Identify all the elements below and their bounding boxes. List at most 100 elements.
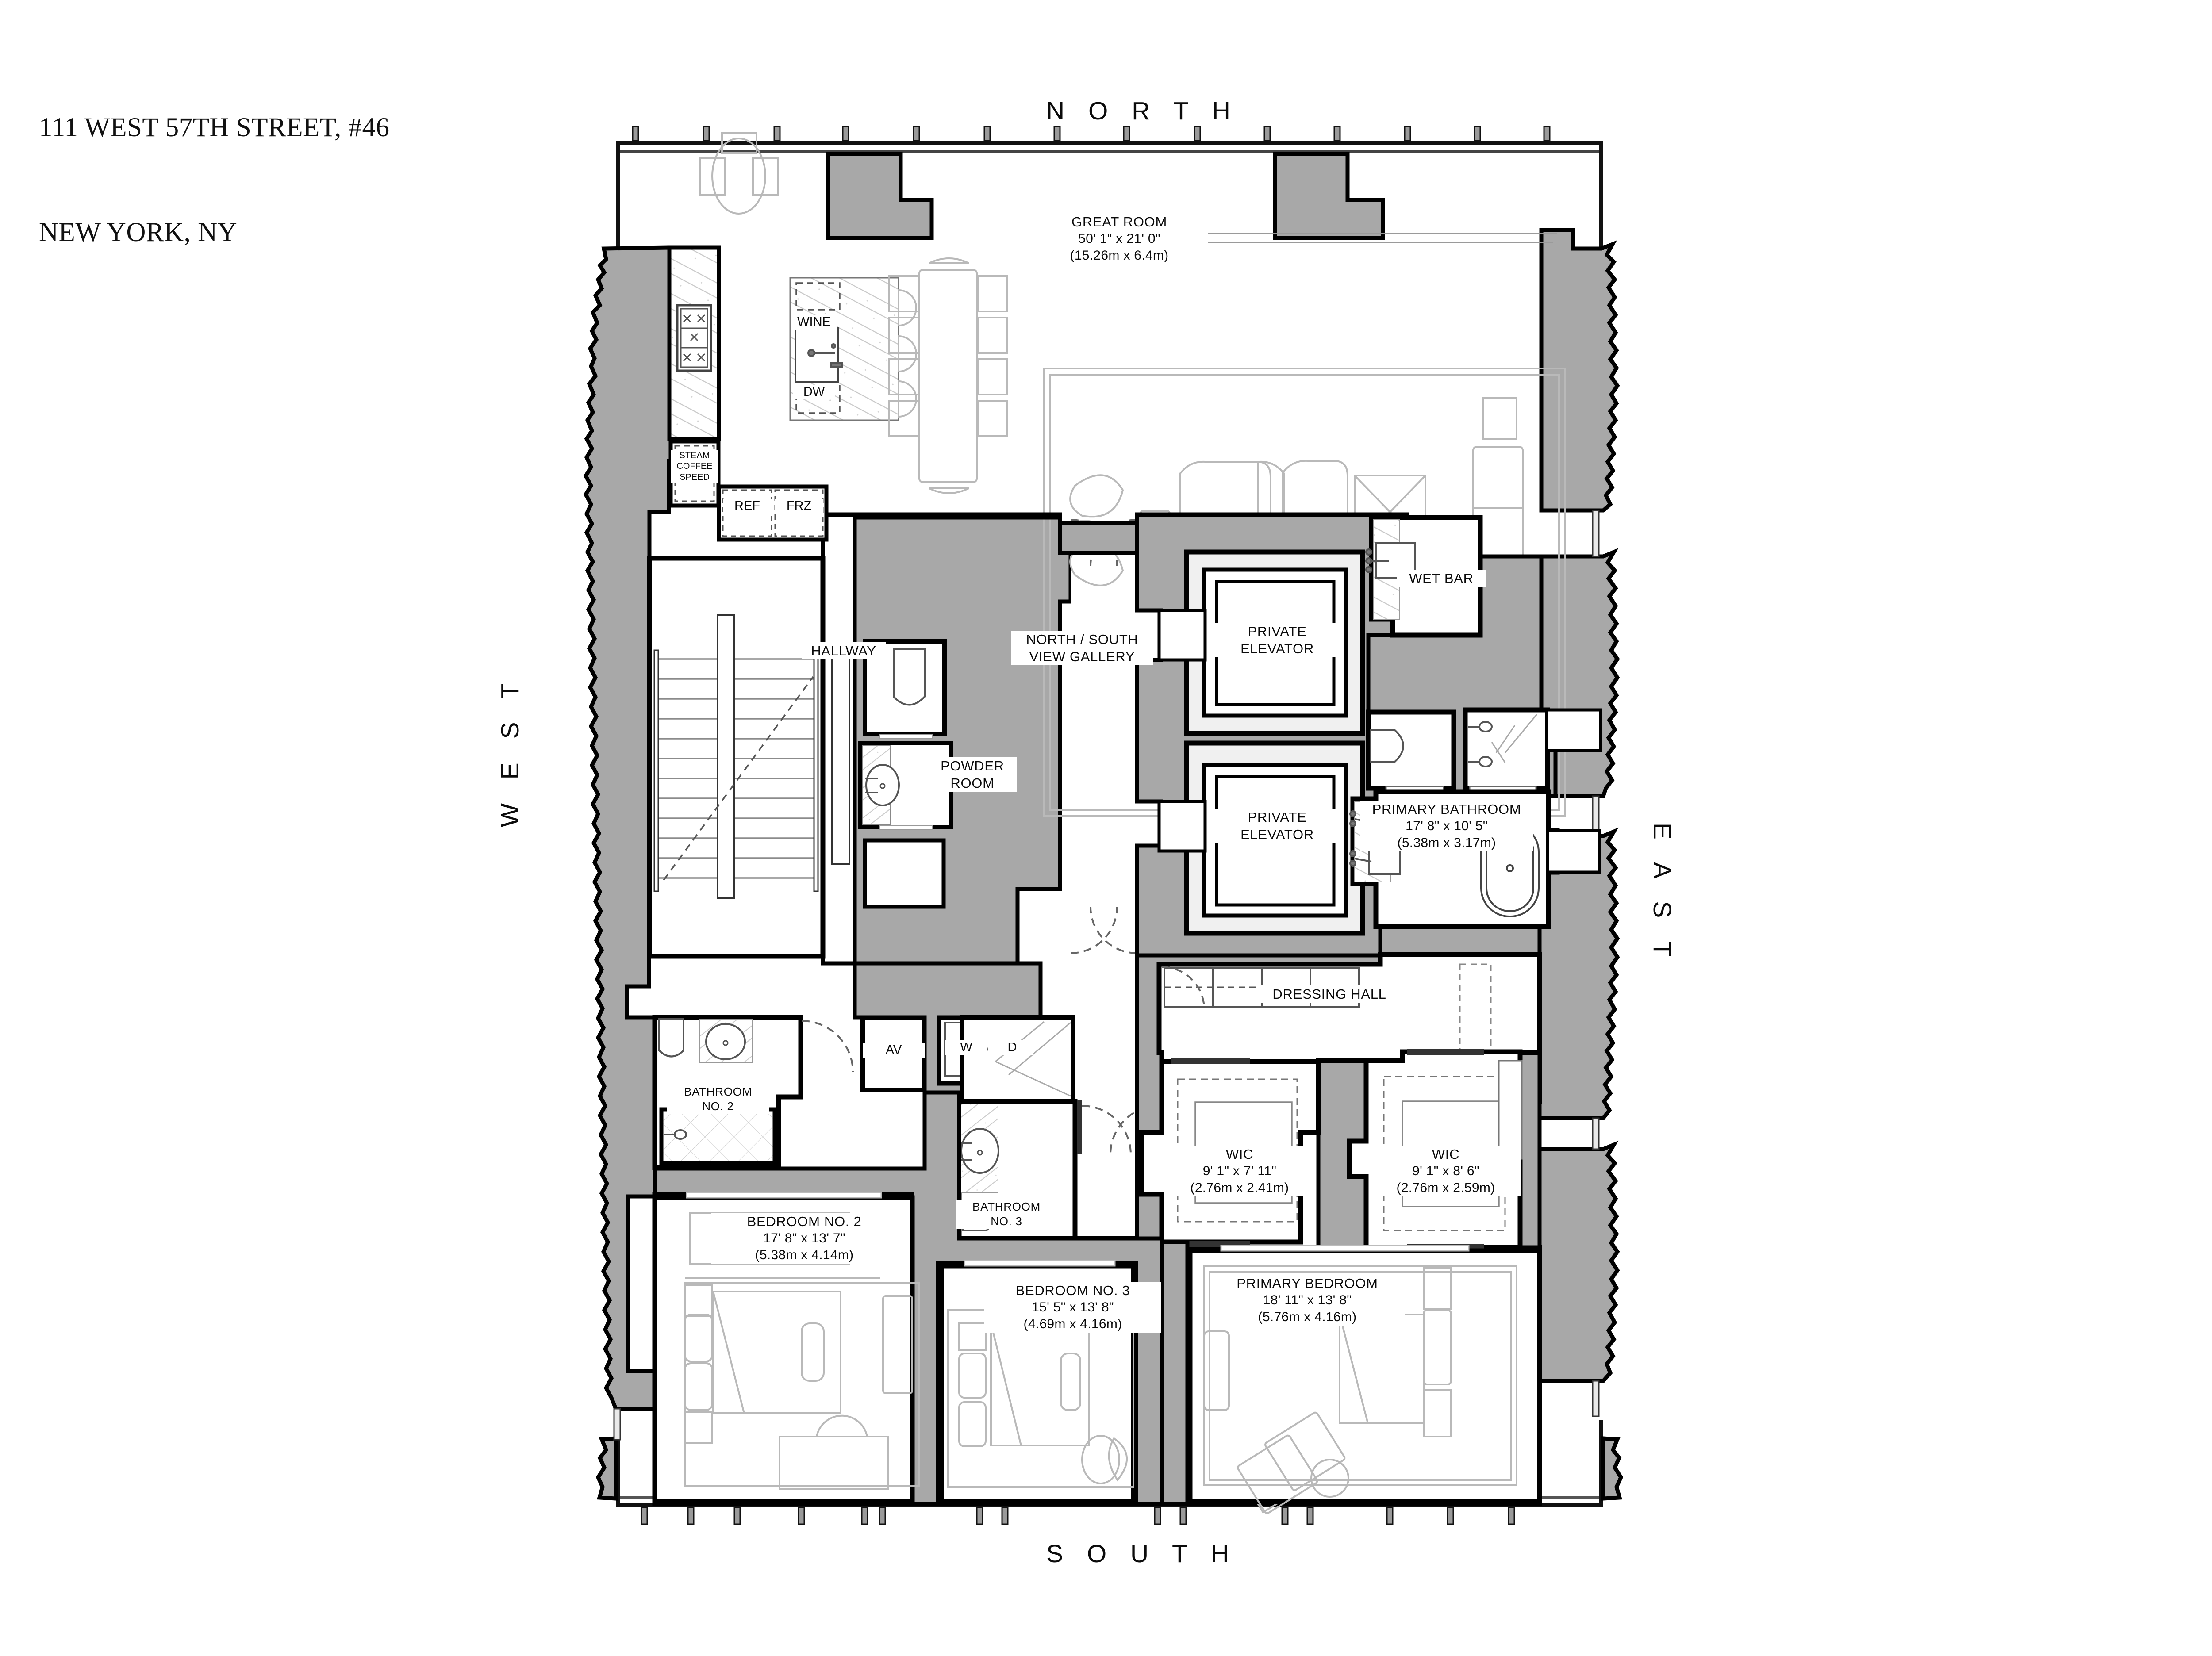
wic-right-dim-m: (2.76m x 2.59m) — [1396, 1180, 1495, 1195]
east-exterior-wall-bottom — [1537, 1140, 1620, 1383]
primary-bedroom-west-wall — [1160, 1240, 1190, 1506]
wic-left-dim-ft: 9' 1" x 7' 11" — [1202, 1164, 1277, 1179]
room-label-great-room: GREAT ROOM 50' 1" x 21' 0" (15.26m x 6.4… — [1031, 213, 1208, 264]
wic-left-name: WIC — [1225, 1146, 1254, 1162]
bedroom-2-dim-m: (5.38m x 4.14m) — [755, 1247, 854, 1262]
room-label-primary-bathroom: PRIMARY BATHROOM 17' 8" x 10' 5" (5.38m … — [1360, 801, 1533, 851]
hallway-closet — [831, 651, 850, 865]
great-room-name: GREAT ROOM — [1071, 214, 1167, 230]
room-label-primary-bedroom: PRIMARY BEDROOM 18' 11" x 13' 8" (5.76m … — [1210, 1275, 1405, 1326]
bathroom-2-line2: NO. 2 — [702, 1099, 734, 1113]
room-label-wic-left: WIC 9' 1" x 7' 11" (2.76m x 2.41m) — [1164, 1146, 1315, 1196]
room-label-private-elevator-2: PRIVATE ELEVATOR — [1213, 809, 1341, 843]
bedroom-3-dim-ft: 15' 5" x 13' 8" — [1032, 1300, 1114, 1315]
room-label-bathroom-no-2: BATHROOM NO. 2 — [667, 1085, 769, 1114]
view-gallery-line2: VIEW GALLERY — [1029, 649, 1135, 665]
breakfast-table-set — [699, 132, 779, 215]
east-window-jambs — [1592, 510, 1600, 1417]
elevator-1-line1: PRIVATE — [1248, 624, 1307, 639]
room-label-bedroom-no-3: BEDROOM NO. 3 15' 5" x 13' 8" (4.69m x 4… — [984, 1282, 1161, 1333]
room-label-bathroom-no-3: BATHROOM NO. 3 — [956, 1200, 1057, 1229]
title-line-city: NEW YORK, NY — [39, 218, 238, 248]
wine-fridge — [795, 282, 841, 310]
wic-right-dim-ft: 9' 1" x 8' 6" — [1412, 1164, 1479, 1179]
room-label-dressing-hall: DRESSING HALL — [1256, 985, 1402, 1003]
north-curtain-wall — [616, 126, 1603, 251]
primary-bedroom-name: PRIMARY BEDROOM — [1237, 1276, 1378, 1291]
stair-treads — [657, 658, 818, 879]
dressing-hall-east-closet — [1459, 963, 1492, 1054]
bedroom-dividing-walls — [653, 1090, 1164, 1506]
bathroom3-shower — [960, 1015, 1075, 1104]
room-label-private-elevator-1: PRIVATE ELEVATOR — [1213, 623, 1341, 658]
bathroom3-faucet — [959, 1142, 972, 1161]
compass-label-south: S O U T H — [1046, 1540, 1237, 1568]
appliance-label-washer: W — [945, 1040, 987, 1055]
room-label-wet-bar: WET BAR — [1397, 570, 1486, 587]
wic-right-name: WIC — [1432, 1146, 1460, 1162]
appliance-label-refrigerator: REF — [723, 499, 772, 514]
page-title: 111 WEST 57TH STREET, #46 NEW YORK, NY — [39, 40, 389, 320]
elevator-2-line1: PRIVATE — [1248, 809, 1307, 825]
bedroom-3-name: BEDROOM NO. 3 — [1015, 1283, 1130, 1298]
primary-bathroom-dim-m: (5.38m x 3.17m) — [1397, 835, 1496, 850]
toilet-bathroom2 — [658, 1018, 684, 1058]
primary-bathroom-name: PRIMARY BATHROOM — [1372, 801, 1521, 817]
shower-east-pass — [1545, 708, 1602, 752]
appliance-label-steam-coffee-speed: STEAM COFFEE SPEED — [671, 450, 718, 483]
view-gallery-line1: NORTH / SOUTH — [1026, 632, 1138, 647]
great-room-dim-m: (15.26m x 6.4m) — [1070, 248, 1169, 263]
west-exterior-wall — [583, 245, 703, 1411]
stair-stringer-right — [813, 649, 819, 892]
east-exterior-wall-upper — [1539, 228, 1620, 513]
core-wall-mass-north — [821, 512, 1073, 966]
west-window-jambs — [613, 1408, 621, 1441]
elevator-1-line2: ELEVATOR — [1240, 641, 1314, 657]
bathroom2-shower-head — [664, 1129, 687, 1140]
toilet-powder — [893, 648, 926, 706]
north-pier-left — [826, 152, 934, 240]
room-label-powder-room: POWDER ROOM — [928, 757, 1017, 792]
elevator-2-line2: ELEVATOR — [1240, 827, 1314, 843]
bathroom2-door-swing — [801, 1020, 854, 1073]
bedroom-2-name: BEDROOM NO. 2 — [747, 1214, 862, 1229]
linen-closet-lower — [863, 838, 946, 909]
stair-rail — [717, 614, 735, 899]
bathroom-2-line1: BATHROOM — [684, 1085, 752, 1098]
stair-direction-arrow — [663, 676, 814, 881]
bathroom2-sink — [705, 1023, 746, 1060]
primary-bedroom-dim-m: (5.76m x 4.16m) — [1258, 1309, 1357, 1324]
stair-enclosure — [647, 556, 826, 959]
powder-room-line1: POWDER — [941, 758, 1004, 774]
west-wall-nub-south — [595, 1436, 618, 1501]
compass-label-north: N O R T H — [1046, 97, 1239, 125]
elevator-interiors — [1157, 549, 1365, 936]
room-label-wic-right: WIC 9' 1" x 8' 6" (2.76m x 2.59m) — [1371, 1146, 1521, 1196]
wet-bar-name: WET BAR — [1409, 571, 1474, 586]
hallway-name: HALLWAY — [811, 643, 876, 659]
powder-room-line2: ROOM — [950, 775, 995, 791]
view-gallery-floor — [1071, 515, 1137, 962]
east-wall-nub-south — [1601, 1436, 1624, 1501]
island-faucet — [807, 343, 843, 368]
bathroom3-door-jamb-left — [1077, 1100, 1082, 1154]
powder-sink — [865, 764, 900, 806]
primary-bedroom-dim-ft: 18' 11" x 13' 8" — [1263, 1293, 1352, 1308]
primary-bath-shower-top — [1463, 707, 1550, 791]
cooktop-burners — [680, 308, 708, 368]
appliance-label-av: AV — [863, 1043, 925, 1058]
room-label-bedroom-no-2: BEDROOM NO. 2 17' 8" x 13' 7" (5.38m x 4… — [711, 1213, 897, 1264]
great-room-dim-ft: 50' 1" x 21' 0" — [1078, 231, 1160, 246]
dressing-hall-name: DRESSING HALL — [1272, 986, 1386, 1002]
appliance-label-wine: WINE — [791, 315, 837, 330]
appliance-label-dishwasher: DW — [793, 385, 835, 400]
stair-stringer-left — [653, 649, 659, 892]
bedroom-2-dim-ft: 17' 8" x 13' 7" — [763, 1231, 845, 1246]
island-sink — [795, 327, 839, 383]
powder-faucet — [865, 778, 878, 794]
wic-left-dim-m: (2.76m x 2.41m) — [1190, 1180, 1289, 1195]
bedroom-3-dim-m: (4.69m x 4.16m) — [1023, 1316, 1122, 1331]
north-pier-right — [1273, 152, 1385, 240]
bathroom-3-line1: BATHROOM — [972, 1200, 1041, 1213]
